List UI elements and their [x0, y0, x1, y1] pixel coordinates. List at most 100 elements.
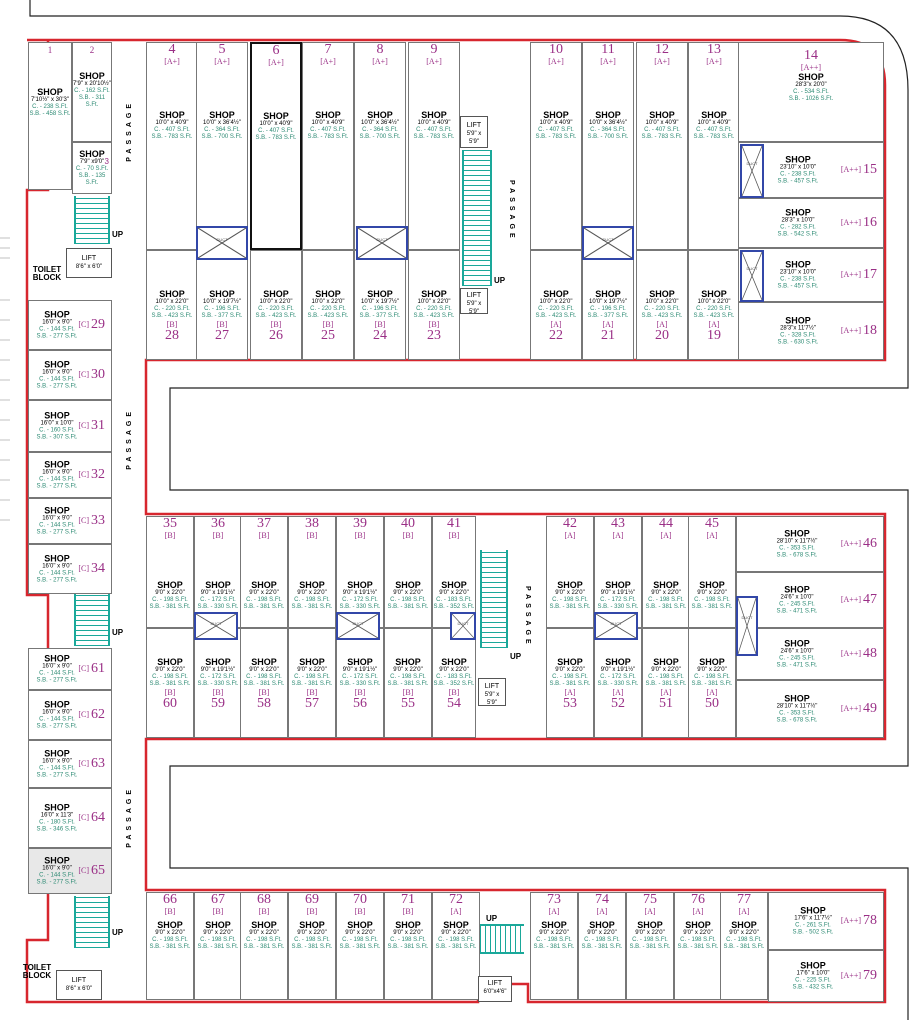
- shop-label: SHOP: [209, 289, 235, 299]
- staircase: [74, 896, 110, 948]
- shop-number: 45: [705, 516, 719, 531]
- lift: LIFT 5'9" x 5'9": [460, 288, 488, 315]
- lift-label: LIFT: [71, 977, 87, 984]
- shop-dimensions: 9'0" x 22'0": [393, 590, 423, 596]
- shop-grade: [A]: [644, 907, 656, 916]
- shop-number: 20: [655, 328, 669, 343]
- super-builtup-area: S.B. - 277 S.Ft.: [36, 529, 78, 536]
- shop-grade: [B]: [216, 320, 228, 329]
- shop-dimensions: 9'0" x 22'0": [439, 667, 469, 673]
- shop-14[interactable]: 14 [A++] SHOP 28'3"x 20'0" C. - 534 S.Ft…: [738, 42, 884, 142]
- shop-3[interactable]: SHOP 7'9" x9'0" C. - 70 S.Ft. S.B. - 135…: [72, 142, 112, 194]
- shop-label: SHOP: [653, 580, 679, 590]
- carpet-area: C. - 220 S.Ft.: [258, 306, 294, 312]
- carpet-area: C. - 534 S.Ft.: [793, 89, 829, 95]
- toilet-label: BLOCK: [22, 971, 52, 980]
- shop-1[interactable]: 1 SHOP 7'10½" x 30'3" C. - 238 S.Ft. S.B…: [28, 42, 72, 190]
- passage-label: PASSAGE: [126, 100, 133, 162]
- carpet-area: C. - 70 S.Ft.: [75, 166, 109, 172]
- super-builtup-area: S.B. - 700 S.Ft.: [201, 134, 243, 140]
- shop-2[interactable]: 2 SHOP 7'9" x 20'10½" C. - 162 S.Ft. S.B…: [72, 42, 112, 142]
- super-builtup-area: S.B. - 381 S.Ft.: [533, 944, 575, 950]
- carpet-area: C. - 172 S.Ft.: [200, 674, 236, 680]
- shop-label: SHOP: [785, 154, 811, 165]
- shop-number: 68: [257, 892, 271, 907]
